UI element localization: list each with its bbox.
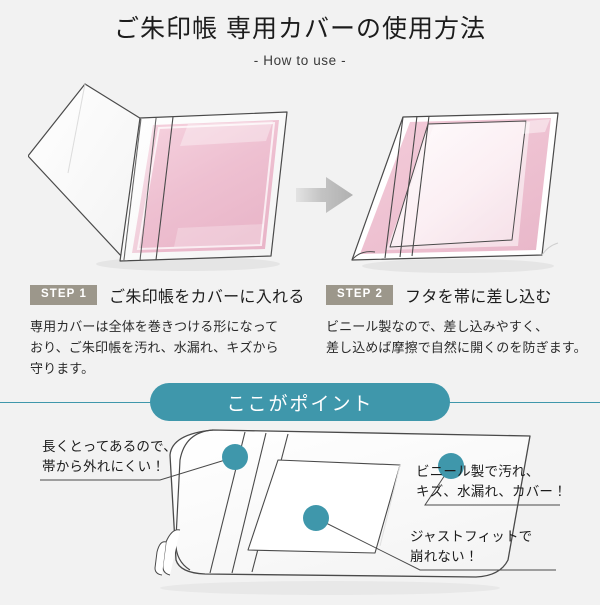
step-2-title: フタを帯に差し込む bbox=[405, 289, 552, 306]
banner-pill-label: ここがポイント bbox=[150, 383, 450, 421]
step2-illustration bbox=[330, 100, 580, 280]
step-arrow bbox=[296, 172, 354, 218]
step-1-title: ご朱印帳をカバーに入れる bbox=[109, 289, 305, 306]
step-1-block: STEP 1 ご朱印帳をカバーに入れる 専用カバーは全体を巻きつける形になって … bbox=[30, 283, 315, 379]
page-title: ご朱印帳 専用カバーの使用方法 bbox=[114, 15, 486, 43]
step-2-body-line: ビニール製なので、差し込みやすく、 bbox=[326, 319, 549, 334]
callout-right-bottom: ジャストフィットで 崩れない！ bbox=[410, 527, 532, 568]
step-1-body-line: 専用カバーは全体を巻きつける形になって bbox=[30, 319, 279, 334]
callout-left-line: 帯から外れにくい！ bbox=[42, 459, 166, 475]
callout-right-top-line: ビニール製で汚れ、 bbox=[416, 464, 540, 479]
step-1-body: 専用カバーは全体を巻きつける形になって おり、ご朱印帳を汚れ、水漏れ、キズから … bbox=[30, 316, 315, 379]
closed-book-svg bbox=[351, 112, 559, 273]
step-2-block: STEP 2 フタを帯に差し込む ビニール製なので、差し込みやすく、 差し込めば… bbox=[326, 283, 596, 358]
callout-right-top: ビニール製で汚れ、 キズ、水漏れ、カバー！ bbox=[416, 462, 567, 503]
right-arrow-icon bbox=[296, 177, 353, 213]
step1-illustration bbox=[27, 78, 303, 278]
step-2-body-line: 差し込めば摩擦で自然に開くのを防ぎます。 bbox=[326, 340, 587, 356]
callout-left: 長くとってあるので、 帯から外れにくい！ bbox=[42, 437, 177, 478]
banner-rule-left bbox=[0, 402, 175, 403]
page-subtitle: - How to use - bbox=[253, 53, 347, 68]
step-1-badge: STEP 1 bbox=[30, 285, 98, 305]
callout-right-bottom-line: 崩れない！ bbox=[410, 549, 479, 565]
step-1-body-line: 守ります。 bbox=[30, 361, 95, 377]
step-1-heading: STEP 1 ご朱印帳をカバーに入れる bbox=[30, 283, 315, 307]
callout-right-bottom-line: ジャストフィットで bbox=[410, 529, 533, 544]
step-1-body-line: おり、ご朱印帳を汚れ、水漏れ、キズから bbox=[30, 340, 279, 356]
step-2-body: ビニール製なので、差し込みやすく、 差し込めば摩擦で自然に開くのを防ぎます。 bbox=[326, 316, 596, 358]
banner-rule-right bbox=[425, 402, 600, 403]
step-2-badge: STEP 2 bbox=[326, 285, 394, 305]
open-book-svg bbox=[27, 83, 288, 271]
callout-right-top-line: キズ、水漏れ、カバー！ bbox=[416, 484, 567, 500]
header: ご朱印帳 専用カバーの使用方法 - How to use - bbox=[0, 14, 600, 68]
point-banner: ここがポイント bbox=[0, 383, 600, 421]
step-2-heading: STEP 2 フタを帯に差し込む bbox=[326, 283, 596, 307]
callout-left-line: 長くとってあるので、 bbox=[42, 439, 177, 454]
